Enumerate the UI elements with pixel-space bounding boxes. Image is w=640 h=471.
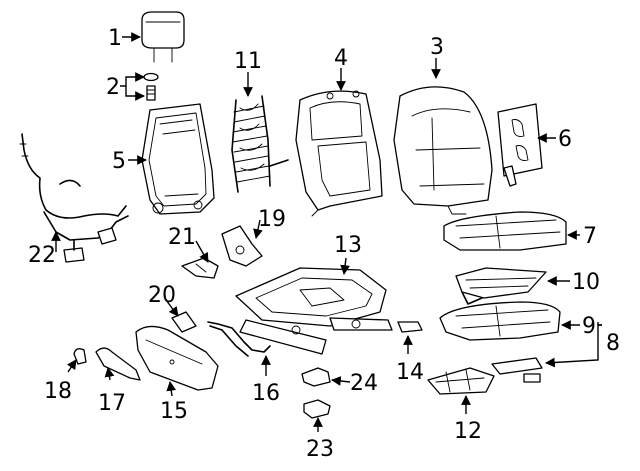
callout-2: 2 [106, 75, 120, 100]
knob-18-part [73, 348, 87, 365]
callout-20: 20 [148, 283, 176, 308]
callout-1: 1 [108, 26, 122, 51]
leader-lines [51, 32, 602, 432]
seat-cushion-cover-part [443, 211, 567, 251]
back-panel-part [497, 103, 543, 187]
side-shield-part [135, 325, 219, 391]
bracket-20-part [171, 311, 197, 333]
callout-labels: 1 2 3 4 5 6 7 8 9 10 11 12 13 14 15 16 1… [28, 26, 620, 462]
seat-back-cover-part [393, 86, 493, 215]
bracket-21-part [181, 257, 219, 279]
bracket-24-part [301, 367, 331, 387]
callout-24: 24 [350, 371, 378, 396]
trim-piece-17-part [95, 347, 141, 381]
callout-21: 21 [168, 225, 196, 250]
callout-16: 16 [252, 381, 280, 406]
callout-22: 22 [28, 243, 56, 268]
callout-4: 4 [334, 46, 348, 71]
seat-back-pad-part [295, 90, 383, 217]
callout-15: 15 [160, 399, 188, 424]
seat-adjuster-part [235, 267, 393, 355]
headrest-part [141, 11, 185, 63]
bracket-23-part [303, 399, 331, 419]
callout-17: 17 [98, 391, 126, 416]
wiring-harness-part [19, 133, 129, 263]
bracket-19-part [221, 225, 263, 267]
lower-bracket-part [427, 367, 495, 395]
callout-7: 7 [583, 224, 597, 249]
callout-6: 6 [558, 127, 572, 152]
seat-cushion-pad-part [439, 301, 561, 341]
callout-5: 5 [112, 149, 126, 174]
callout-23: 23 [306, 437, 334, 462]
cushion-panel-part [455, 267, 547, 305]
callout-19: 19 [258, 207, 286, 232]
callout-11: 11 [234, 49, 262, 74]
seat-back-frame-part [141, 103, 215, 215]
wire-rod-part [207, 321, 271, 357]
callout-12: 12 [454, 419, 482, 444]
callout-10: 10 [572, 270, 600, 295]
callout-3: 3 [430, 35, 444, 60]
callout-8: 8 [606, 331, 620, 356]
headrest-guide-part [143, 72, 159, 101]
lumbar-spring-part [231, 95, 289, 193]
callout-18: 18 [44, 379, 72, 404]
callout-9: 9 [582, 314, 596, 339]
callout-14: 14 [396, 360, 424, 385]
callout-13: 13 [334, 233, 362, 258]
cushion-subpanel-part [491, 357, 543, 383]
bumper-part [397, 321, 423, 333]
